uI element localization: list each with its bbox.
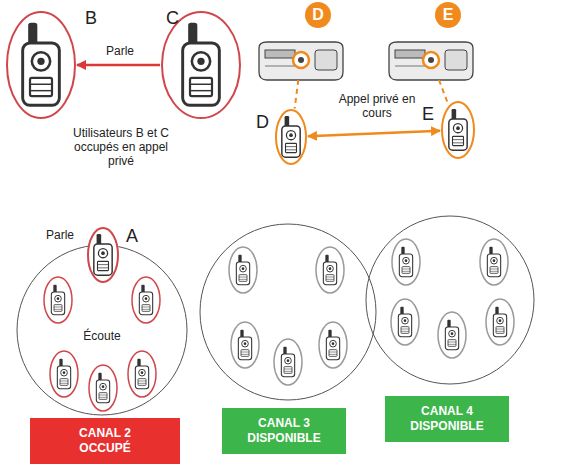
node-outline bbox=[440, 100, 476, 160]
radio-icon bbox=[445, 320, 458, 350]
channel-circle: ÉcouteA bbox=[16, 244, 188, 416]
radio-outline bbox=[316, 247, 344, 293]
channel-status-text: CANAL 3 DISPONIBLE bbox=[242, 416, 326, 446]
radio-outline bbox=[392, 239, 420, 285]
connector bbox=[439, 80, 448, 105]
note-text: Utilisateurs B et C occupés en appel pri… bbox=[58, 126, 184, 168]
radio-icon bbox=[398, 307, 411, 337]
radio-icon bbox=[139, 285, 152, 315]
radio-outline bbox=[44, 277, 72, 323]
radio-outline bbox=[229, 247, 257, 293]
radio-icon bbox=[326, 330, 339, 360]
drawing-part bbox=[428, 57, 434, 63]
radio-outline bbox=[89, 365, 117, 411]
radio-icon bbox=[487, 247, 500, 277]
drawing-part bbox=[259, 42, 343, 80]
user-letter: A bbox=[126, 226, 138, 246]
user-letter: C bbox=[166, 8, 179, 28]
drawing-part bbox=[315, 50, 337, 70]
channel-status: CANAL 3 DISPONIBLE bbox=[222, 408, 346, 454]
talk-label: Parle bbox=[36, 228, 84, 242]
ellipse-outline bbox=[7, 12, 75, 118]
base-unit bbox=[259, 42, 343, 80]
radio-icon bbox=[282, 116, 300, 157]
radio-outline bbox=[486, 299, 514, 345]
badge-letter: E bbox=[435, 2, 461, 28]
radio-icon bbox=[96, 373, 109, 403]
listen-label: Écoute bbox=[16, 328, 188, 344]
radio-outline bbox=[480, 239, 508, 285]
drawing-part bbox=[298, 57, 304, 63]
radio-icon bbox=[236, 255, 249, 285]
edge-label: Parle bbox=[96, 44, 144, 58]
user-letter: B bbox=[85, 8, 97, 28]
ellipse-outline bbox=[88, 228, 118, 282]
radio-outline bbox=[132, 277, 160, 323]
base-unit-node: E bbox=[385, 38, 477, 80]
drawing-part bbox=[445, 50, 467, 70]
channel-circle bbox=[200, 224, 376, 400]
radio-outline bbox=[438, 312, 466, 358]
drawing-part bbox=[265, 50, 295, 58]
radio-icon bbox=[493, 307, 506, 337]
user-letter: D bbox=[256, 112, 269, 132]
radio-icon bbox=[323, 255, 336, 285]
radio-ellipse: D bbox=[274, 108, 308, 166]
ellipse-outline bbox=[442, 102, 474, 158]
channel-status: CANAL 2 OCCUPÉ bbox=[30, 418, 180, 464]
radio-icon bbox=[238, 330, 251, 360]
radio-ellipse: A bbox=[86, 226, 120, 284]
user-letter: E bbox=[422, 104, 434, 124]
radio-icon bbox=[23, 23, 60, 106]
radio-outline bbox=[231, 322, 259, 368]
radio-icon bbox=[449, 109, 467, 150]
radio-icon bbox=[51, 285, 64, 315]
channel-circle bbox=[366, 216, 534, 384]
base-unit-node: D bbox=[255, 38, 347, 80]
connector bbox=[295, 80, 299, 109]
channel-status-text: CANAL 2 OCCUPÉ bbox=[63, 426, 147, 456]
radio-icon bbox=[399, 247, 412, 277]
radio-icon bbox=[94, 234, 112, 275]
radio-icon bbox=[57, 359, 70, 389]
radio-outline bbox=[391, 299, 419, 345]
base-unit bbox=[389, 42, 473, 80]
connector bbox=[308, 131, 440, 137]
node-outline bbox=[5, 10, 77, 120]
radio-icon-holder bbox=[86, 226, 120, 284]
drawing-part bbox=[395, 66, 425, 67]
drawing-part bbox=[389, 42, 473, 80]
node-outline bbox=[274, 108, 308, 166]
drawing-part bbox=[423, 52, 439, 68]
channel-status-text: CANAL 4 DISPONIBLE bbox=[405, 404, 489, 434]
radio-outline bbox=[319, 322, 347, 368]
channel-status: CANAL 4 DISPONIBLE bbox=[385, 396, 509, 442]
radio-icon bbox=[281, 347, 294, 377]
drawing-part bbox=[293, 52, 309, 68]
radio-ellipse: E bbox=[440, 100, 476, 160]
radio-ellipse: C bbox=[160, 10, 242, 120]
radio-icon bbox=[135, 359, 148, 389]
radio-outline bbox=[50, 351, 78, 397]
radio-icon bbox=[183, 23, 220, 106]
radio-outline bbox=[128, 351, 156, 397]
badge-letter: D bbox=[305, 2, 331, 28]
radio-ellipse: B bbox=[5, 10, 77, 120]
edge-label: Appel privé en cours bbox=[335, 92, 419, 120]
drawing-part bbox=[395, 50, 425, 58]
drawing-part bbox=[265, 66, 295, 67]
ellipse-outline bbox=[276, 110, 306, 164]
radio-outline bbox=[274, 339, 302, 385]
connector bbox=[77, 64, 160, 67]
